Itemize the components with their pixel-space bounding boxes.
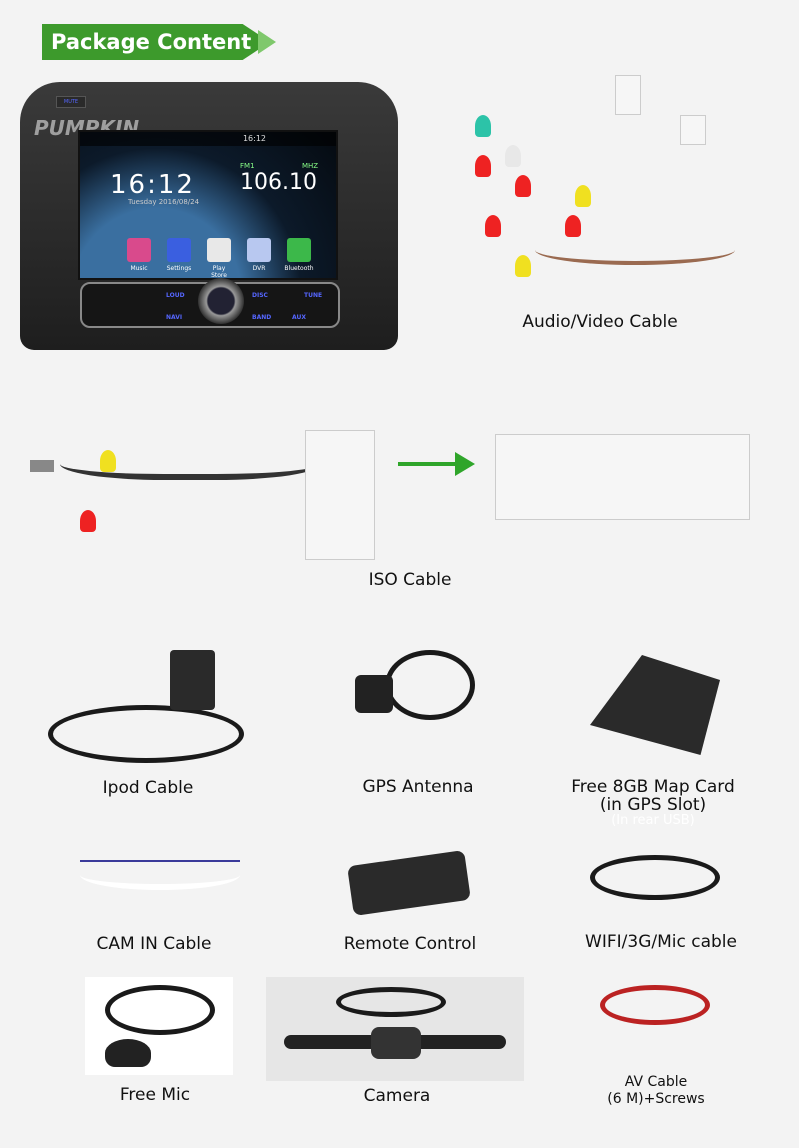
iso-cable-image <box>30 420 380 565</box>
dvr-icon <box>247 238 271 262</box>
arrow-head-icon <box>455 452 475 476</box>
music-icon <box>127 238 151 262</box>
item-label: GPS Antenna <box>362 777 474 797</box>
app-row: Music Settings Play Store DVR Bluetooth <box>124 238 314 279</box>
band-label: FM1 <box>240 162 255 170</box>
cam-in-cable-image <box>80 860 240 890</box>
date: Tuesday 2016/08/24 <box>128 198 200 206</box>
item-label-line2: (in GPS Slot) <box>599 795 707 815</box>
mic-image <box>85 977 233 1075</box>
play-store-icon <box>207 238 231 262</box>
clock: 16:12 <box>110 170 195 200</box>
item-label: Free Mic <box>119 1085 191 1105</box>
item-label: CAM IN Cable <box>96 934 212 954</box>
micro-sd-card-image <box>590 655 720 755</box>
wifi-3g-mic-cable-image <box>590 855 720 900</box>
package-content-banner: Package Content <box>42 24 270 60</box>
audio-video-cable-image <box>455 75 765 300</box>
camera-image <box>266 977 524 1081</box>
item-label: Ipod Cable <box>102 778 194 798</box>
app-dvr: DVR <box>244 238 274 279</box>
item-label: WIFI/3G/Mic cable <box>585 932 737 952</box>
banner-tip <box>258 30 276 54</box>
head-unit-image: MUTE PUMPKIN 16:12 16:12 Tuesday 2016/08… <box>20 82 398 350</box>
arrow-icon <box>398 462 460 466</box>
item-label: Camera <box>363 1086 431 1106</box>
remote-control-image <box>347 850 471 916</box>
item-label: Free 8GB Map Card <box>571 777 735 797</box>
av-cable-image <box>600 985 710 1025</box>
iso-connector-image <box>495 434 750 520</box>
app-play-store: Play Store <box>204 238 234 279</box>
item-label: Audio/Video Cable <box>522 312 678 332</box>
status-bar: 16:12 <box>80 132 336 146</box>
head-unit-screen: 16:12 16:12 Tuesday 2016/08/24 FM1 MHZ 1… <box>78 130 338 280</box>
item-label: ISO Cable <box>368 570 452 590</box>
app-music: Music <box>124 238 154 279</box>
mute-button: MUTE <box>56 96 86 108</box>
app-bluetooth: Bluetooth <box>284 238 314 279</box>
item-label-ghost: (In rear USB) <box>611 813 695 828</box>
volume-knob <box>198 278 244 324</box>
gear-icon <box>167 238 191 262</box>
frequency: 106.10 <box>240 170 317 195</box>
app-settings: Settings <box>164 238 194 279</box>
gps-antenna-image <box>385 650 475 720</box>
ipod-cable-image <box>48 705 244 763</box>
item-label-line2: (6 M)+Screws <box>607 1091 705 1107</box>
item-label: AV Cable <box>624 1074 688 1090</box>
item-label: Remote Control <box>343 934 477 954</box>
freq-unit: MHZ <box>302 162 319 170</box>
bluetooth-icon <box>287 238 311 262</box>
